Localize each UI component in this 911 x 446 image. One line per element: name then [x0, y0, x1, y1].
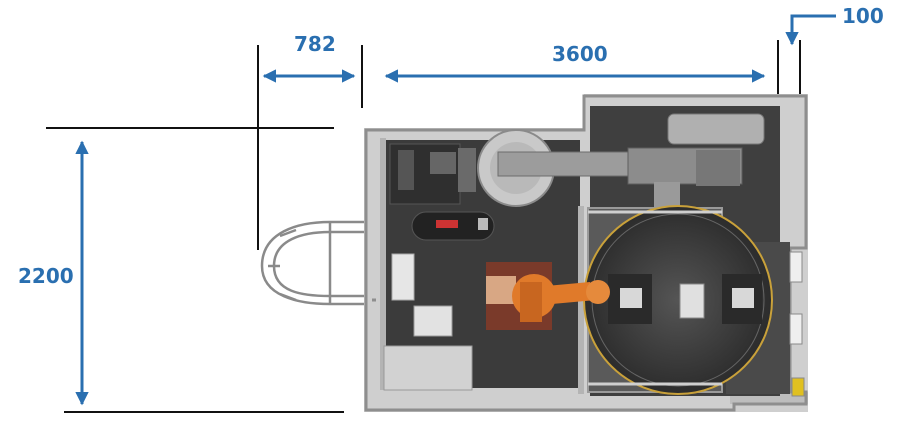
turntable [583, 205, 773, 395]
dimension-width-main: 3600 [552, 42, 608, 66]
dimension-height: 2200 [18, 264, 74, 288]
overhead-unit [477, 113, 765, 210]
loading-gate [260, 220, 364, 306]
air-tank [411, 211, 495, 241]
dimension-gap-right: 100 [842, 4, 884, 28]
dimension-arrows [75, 14, 836, 406]
dimension-width-left: 782 [294, 32, 336, 56]
control-cabinets [383, 143, 476, 391]
right-posts [789, 251, 805, 397]
welding-robot [486, 262, 610, 330]
